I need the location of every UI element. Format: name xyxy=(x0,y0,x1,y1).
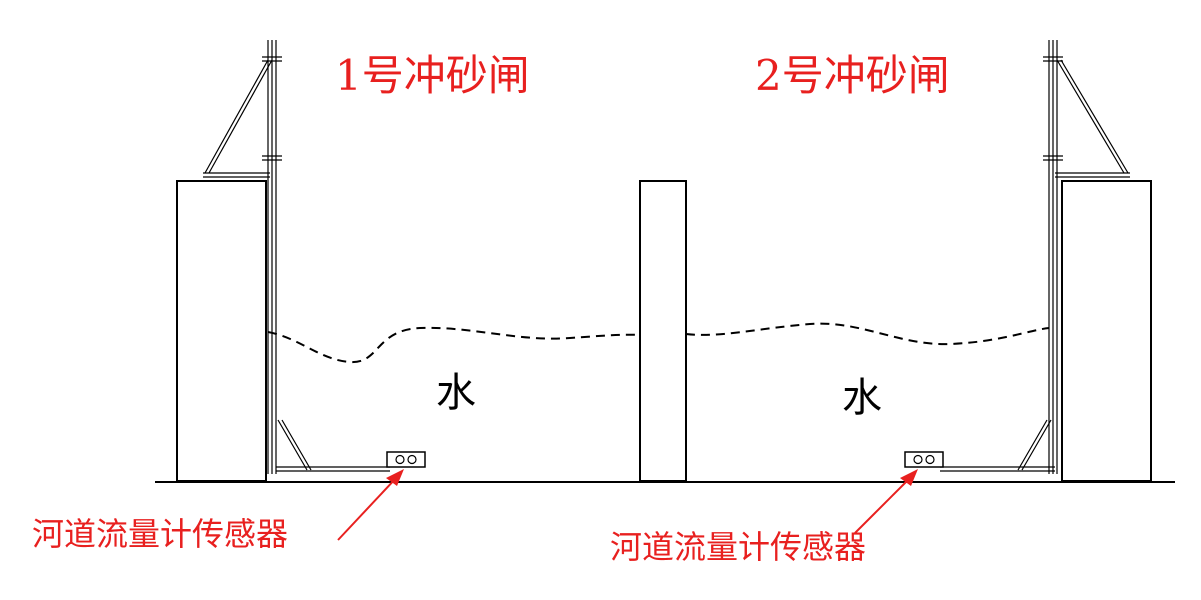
middle-pier xyxy=(639,180,687,482)
gate-2-title: 2号冲砂闸 xyxy=(755,51,950,100)
flow-sensor-2 xyxy=(904,451,944,468)
sensor-1-label: 河道流量计传感器 xyxy=(32,515,288,553)
gate-1-structure xyxy=(203,40,390,474)
sensor-1-pointer-arrow xyxy=(337,469,404,541)
water-surface-1 xyxy=(267,326,641,364)
sensor-1-probe-a xyxy=(395,454,405,465)
water-label-1: 水 xyxy=(436,370,476,416)
water-label-2: 水 xyxy=(842,375,882,421)
sensor-2-pointer-arrow xyxy=(854,469,918,534)
flow-sensor-1 xyxy=(386,451,426,468)
left-pier xyxy=(176,180,267,482)
gate-2-structure xyxy=(940,40,1130,474)
water-surface-2 xyxy=(685,322,1050,346)
sensor-1-probe-b xyxy=(407,454,417,465)
sensor-2-probe-b xyxy=(925,454,935,465)
sensor-2-label: 河道流量计传感器 xyxy=(610,528,866,566)
gate-1-title: 1号冲砂闸 xyxy=(335,51,530,100)
right-pier xyxy=(1061,180,1152,482)
sensor-2-probe-a xyxy=(913,454,923,465)
